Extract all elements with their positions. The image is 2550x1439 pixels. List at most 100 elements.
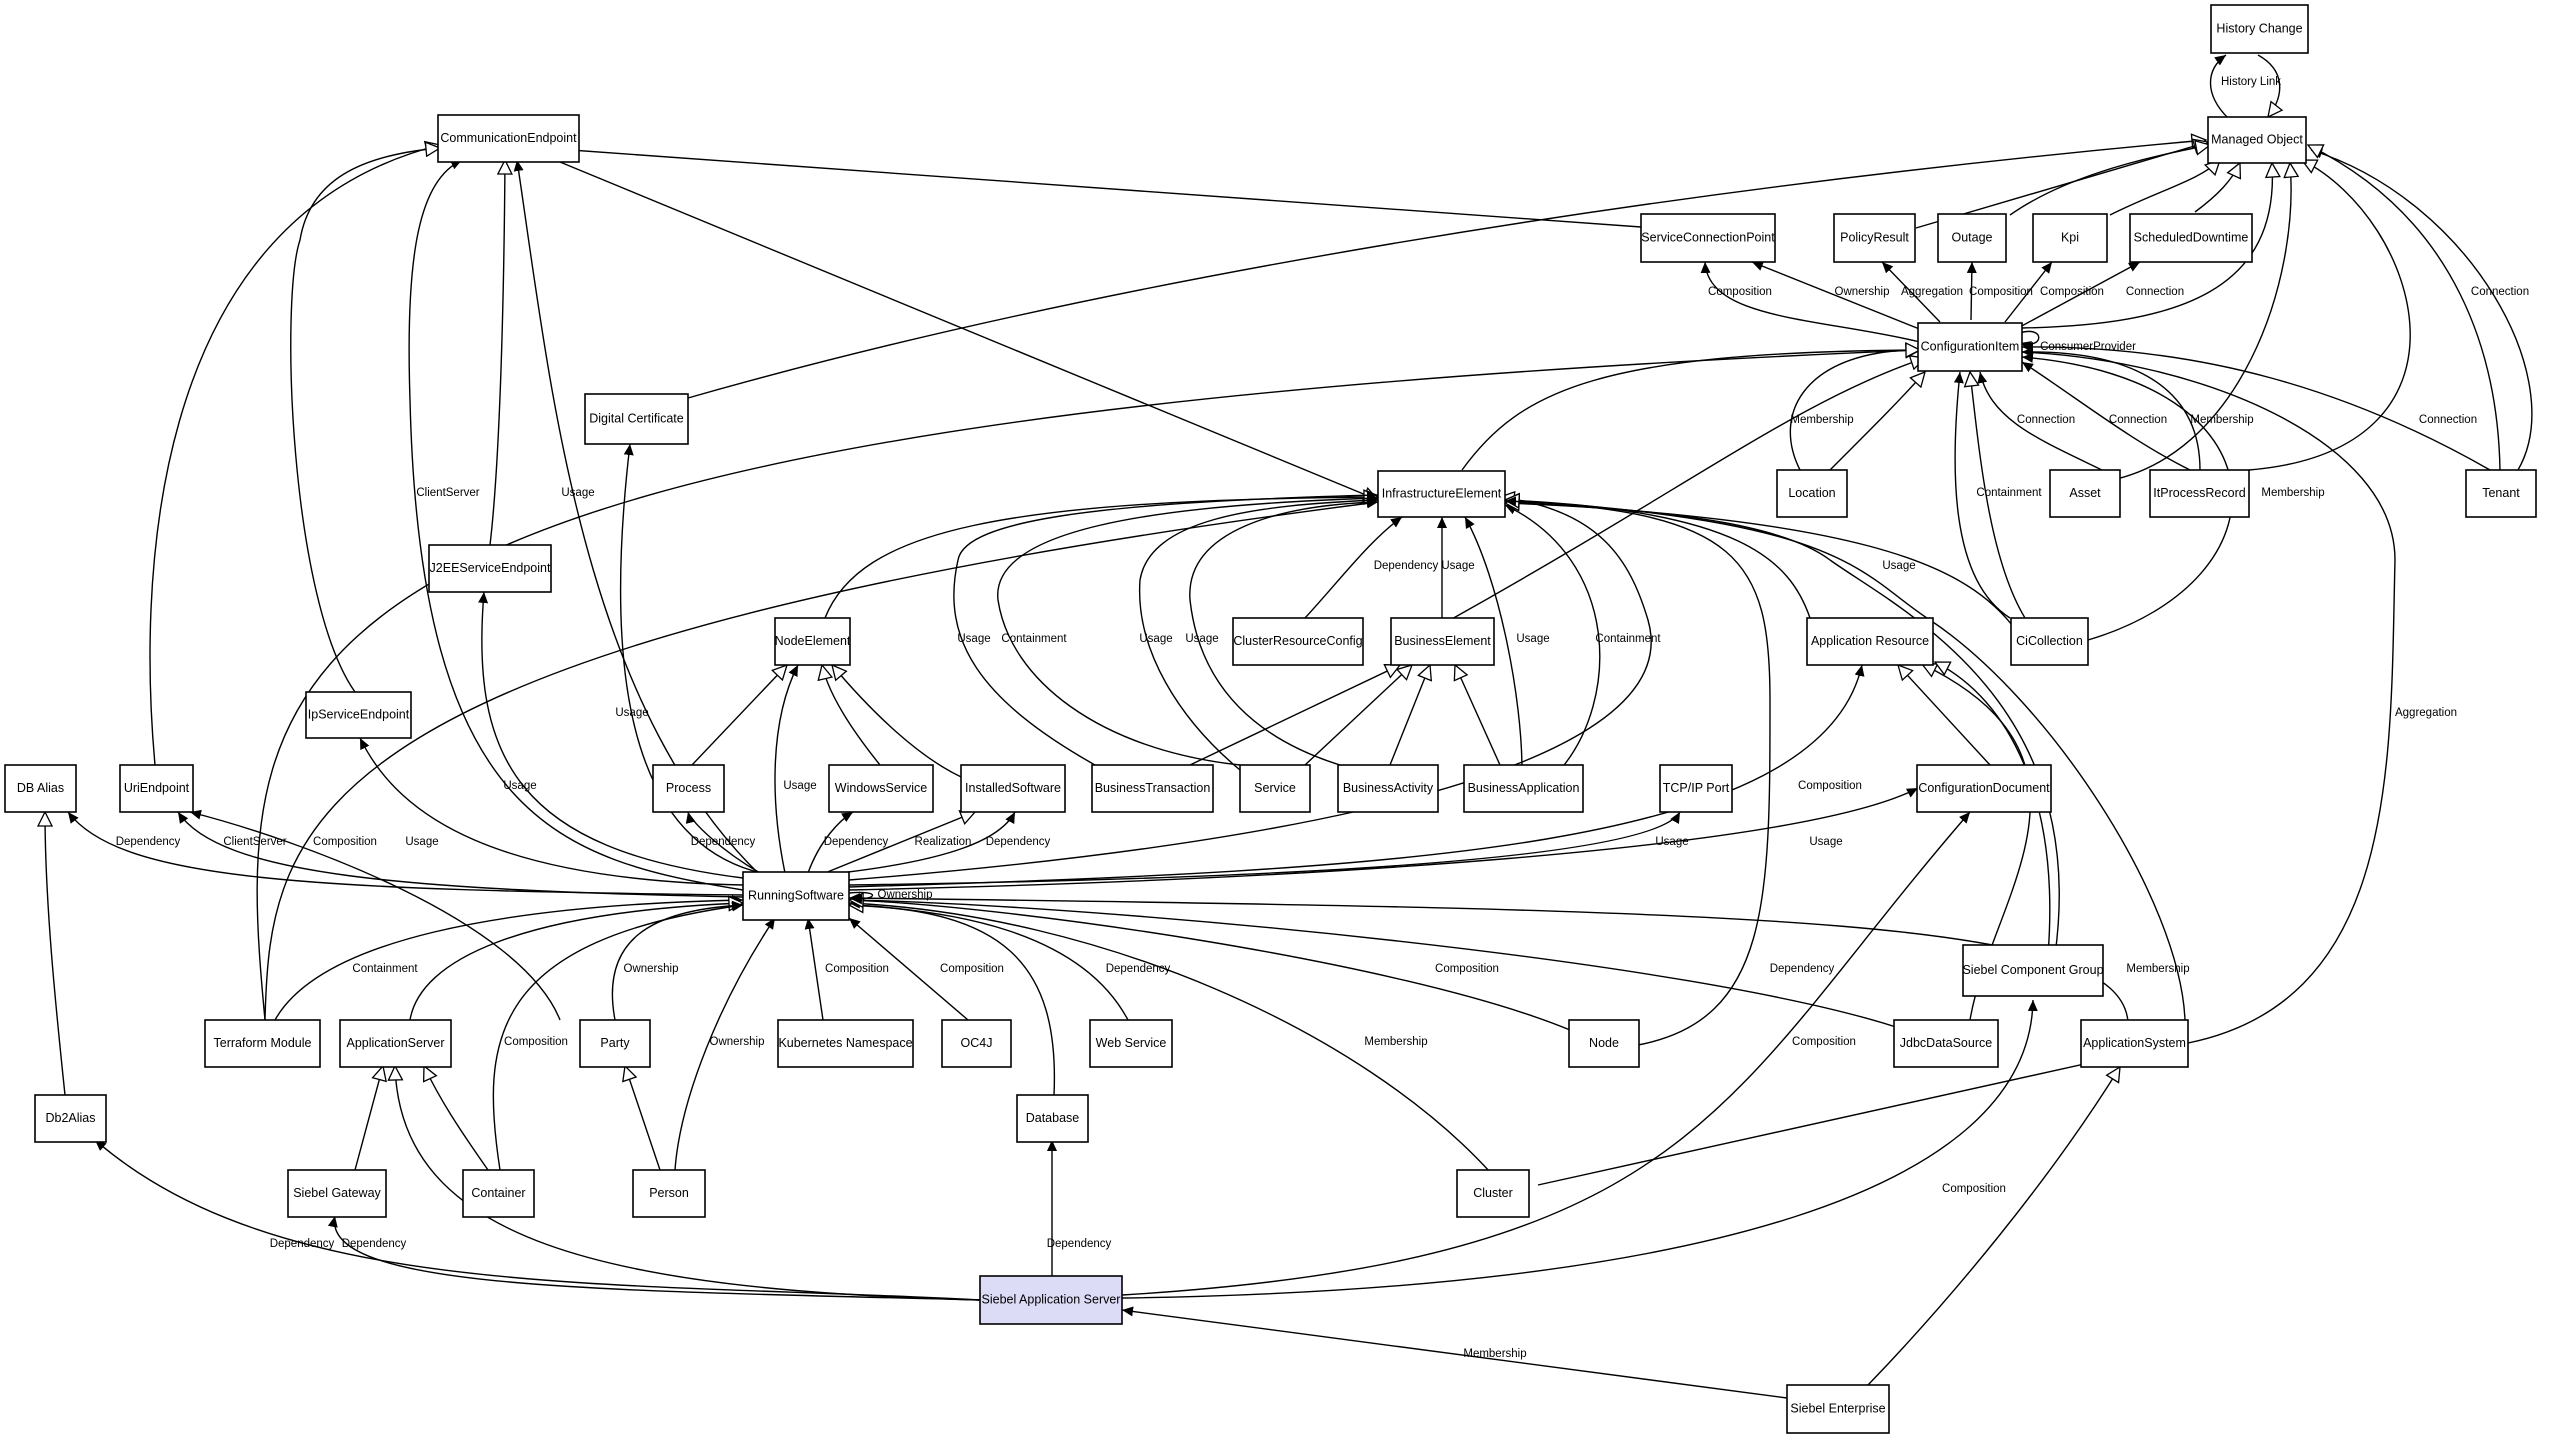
node-application-resource[interactable]: Application Resource (1806, 617, 1934, 666)
node-configuration-item[interactable]: ConfigurationItem (1917, 322, 2023, 372)
edge-location-membership-ci (1789, 345, 1919, 471)
node-service[interactable]: Service (1239, 764, 1311, 813)
node-container[interactable]: Container (462, 1169, 535, 1218)
edge-nodeelement-to-infra (824, 497, 1378, 619)
node-process[interactable]: Process (652, 764, 725, 813)
node-uri-endpoint[interactable]: UriEndpoint (119, 764, 194, 813)
node-label: Person (649, 1186, 689, 1200)
node-label: BusinessActivity (1343, 781, 1434, 795)
node-ip-service-endpoint[interactable]: IpServiceEndpoint (305, 691, 412, 739)
node-tcpip-port[interactable]: TCP/IP Port (1659, 764, 1733, 813)
edge-business-transaction-usage-infra (953, 490, 1379, 766)
edge-running-usage-ipservice (359, 737, 744, 886)
node-siebel-component-group[interactable]: Siebel Component Group (1962, 944, 2104, 997)
node-application-system[interactable]: ApplicationSystem (2080, 1019, 2189, 1068)
edge-running-clientserver-comm (408, 159, 744, 891)
edge-party-ownership-running (611, 900, 744, 1021)
node-application-server[interactable]: ApplicationServer (339, 1019, 452, 1068)
edge-label: Ownership (878, 889, 933, 901)
edge-person-to-party (625, 1066, 661, 1171)
edge-comm-endpoint-to-infra (542, 154, 1378, 500)
node-database[interactable]: Database (1016, 1094, 1089, 1143)
node-ci-collection[interactable]: CiCollection (2010, 617, 2089, 666)
edge-j2ee-to-comm (489, 160, 505, 546)
node-installed-software[interactable]: InstalledSoftware (960, 764, 1066, 813)
node-business-activity[interactable]: BusinessActivity (1337, 764, 1439, 813)
node-service-connection-point[interactable]: ServiceConnectionPoint (1640, 213, 1776, 263)
edge-process-to-nodeelement (691, 665, 787, 766)
node-windows-service[interactable]: WindowsService (828, 764, 934, 813)
node-node[interactable]: Node (1568, 1019, 1640, 1068)
node-policy-result[interactable]: PolicyResult (1833, 213, 1916, 263)
node-running-software[interactable]: RunningSoftware (742, 871, 850, 921)
node-siebel-gateway[interactable]: Siebel Gateway (287, 1169, 387, 1218)
node-label: Database (1026, 1111, 1080, 1125)
edge-ci-consumer-provider (2019, 330, 2040, 351)
node-oc4j[interactable]: OC4J (941, 1019, 1012, 1068)
node-outage[interactable]: Outage (1937, 213, 2007, 263)
edge-siebelapp-composition-siebelcg (1121, 999, 2038, 1299)
node-db-alias[interactable]: DB Alias (4, 764, 77, 813)
node-siebel-application-server[interactable]: Siebel Application Server (979, 1275, 1123, 1325)
edge-label: Composition (1792, 1036, 1856, 1048)
node-asset[interactable]: Asset (2049, 469, 2121, 518)
edge-label: Realization (915, 836, 972, 848)
node-kpi[interactable]: Kpi (2032, 213, 2108, 263)
node-scheduled-downtime[interactable]: ScheduledDowntime (2129, 213, 2253, 263)
edge-ipservice-to-comm (290, 148, 440, 693)
node-label: ApplicationSystem (2083, 1036, 2186, 1050)
node-communication-endpoint[interactable]: CommunicationEndpoint (437, 114, 580, 163)
edge-label: Ownership (710, 1036, 765, 1048)
node-location[interactable]: Location (1776, 469, 1848, 518)
node-siebel-enterprise[interactable]: Siebel Enterprise (1786, 1384, 1890, 1434)
edge-person-ownership-running (674, 917, 776, 1171)
edge-appserver-to-running (409, 903, 743, 1021)
edge-label: Containment (352, 963, 418, 975)
edge-label: Composition (504, 1036, 568, 1048)
node-node-element[interactable]: NodeElement (774, 617, 851, 666)
edge-label: ClientServer (416, 487, 479, 499)
edge-app-resource-to-infra (1505, 500, 1811, 619)
edge-label: Containment (1976, 487, 2042, 499)
node-label: BusinessTransaction (1095, 781, 1211, 795)
node-label: JdbcDataSource (1900, 1036, 1992, 1050)
node-party[interactable]: Party (579, 1019, 651, 1068)
edge-label: Dependency (691, 836, 756, 848)
edge-label: Connection (2109, 414, 2167, 426)
edge-label: Membership (1790, 414, 1853, 426)
node-tenant[interactable]: Tenant (2465, 469, 2537, 518)
node-label: Tenant (2482, 486, 2520, 500)
edge-digital-cert-to-managed-object (687, 140, 2206, 399)
node-j2ee-service-endpoint[interactable]: J2EEServiceEndpoint (428, 544, 552, 593)
edge-ci-composition-scp (1700, 261, 1921, 343)
node-jdbc-data-source[interactable]: JdbcDataSource (1893, 1019, 1999, 1068)
edge-label: Connection (2017, 414, 2075, 426)
edge-siebelgateway-to-appserver (354, 1066, 383, 1171)
edge-label: Composition (940, 963, 1004, 975)
node-kubernetes-namespace[interactable]: Kubernetes Namespace (777, 1019, 914, 1068)
edge-ci-to-managed-object (2021, 163, 2272, 329)
edge-label: Composition (313, 836, 377, 848)
node-web-service[interactable]: Web Service (1089, 1019, 1173, 1068)
node-cluster-resource-config[interactable]: ClusterResourceConfig (1232, 617, 1364, 666)
edge-service-containment-infra (997, 493, 1379, 766)
node-managed-object[interactable]: Managed Object (2207, 116, 2307, 164)
node-label: BusinessElement (1394, 634, 1491, 648)
node-business-transaction[interactable]: BusinessTransaction (1091, 764, 1214, 813)
node-digital-certificate[interactable]: Digital Certificate (584, 393, 689, 445)
node-business-element[interactable]: BusinessElement (1390, 617, 1495, 666)
edge-oc4j-composition-running (848, 917, 969, 1021)
node-configuration-document[interactable]: ConfigurationDocument (1916, 764, 2052, 813)
node-infrastructure-element[interactable]: InfrastructureElement (1377, 470, 1506, 518)
edge-scheduled-downtime-to-managed-object (2194, 163, 2240, 213)
node-history-change[interactable]: History Change (2210, 4, 2309, 54)
edge-infra-to-ci (1461, 350, 1920, 471)
node-cluster[interactable]: Cluster (1456, 1169, 1530, 1218)
node-person[interactable]: Person (632, 1169, 706, 1218)
node-it-process-record[interactable]: ItProcessRecord (2149, 469, 2250, 518)
node-business-application[interactable]: BusinessApplication (1463, 764, 1584, 813)
node-label: Node (1589, 1036, 1619, 1050)
node-terraform-module[interactable]: Terraform Module (204, 1019, 321, 1068)
node-db2-alias[interactable]: Db2Alias (34, 1094, 107, 1143)
